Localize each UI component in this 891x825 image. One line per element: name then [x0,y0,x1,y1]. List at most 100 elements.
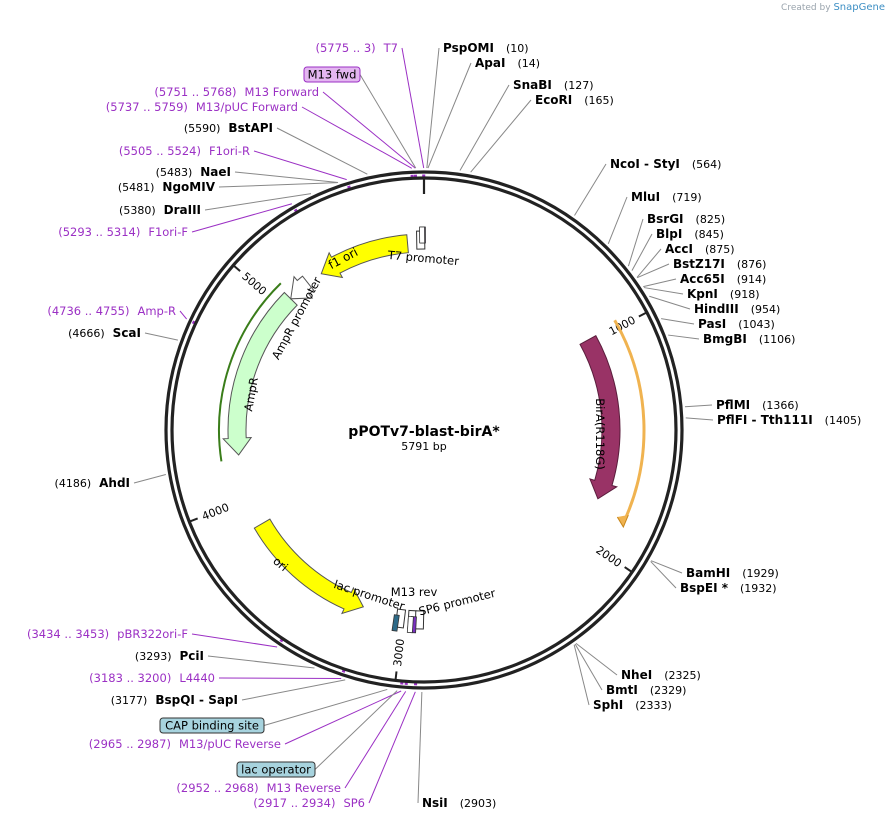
primer-name: M13/pUC Reverse [179,737,281,751]
enzyme-site[interactable]: PasI(1043) [698,317,775,331]
boxed-feature-label[interactable]: lac operator [236,761,316,778]
enzyme-site[interactable]: NheI(2325) [621,668,701,682]
enzyme-site[interactable]: NgoMIV (5481) [118,180,216,194]
enzyme-site[interactable]: EcoRI(165) [535,93,614,107]
enzyme-name: BspEI * [680,581,729,595]
enzyme-name: BamHI [686,566,730,580]
enzyme-site[interactable]: Acc65I(914) [680,272,766,286]
primer-site[interactable]: M13 Reverse(2952 .. 2968) [176,781,341,795]
feature-bira-r118g-[interactable]: BirA(R118G) [579,319,646,529]
enzyme-site[interactable]: BsrGI(825) [647,212,725,226]
tick-mark [188,517,199,523]
enzyme-position: (4666) [68,327,105,340]
enzyme-position: (875) [705,243,735,256]
plasmid-name: pPOTv7-blast-birA* [348,424,500,440]
primer-site[interactable]: SP6(2917 .. 2934) [253,796,365,810]
primer-site[interactable]: F1ori-R(5505 .. 5524) [119,144,250,158]
leader-line [631,233,653,271]
primer-name: SP6 [343,796,365,810]
enzyme-site[interactable]: BmgBI(1106) [703,332,795,346]
enzyme-site[interactable]: NsiI(2903) [422,796,496,810]
enzyme-site[interactable]: PflMI(1366) [716,398,799,412]
boxed-feature-label[interactable]: M13 fwd [303,66,361,83]
enzyme-site[interactable]: SphI(2333) [593,698,672,712]
enzyme-site[interactable]: BmtI(2329) [606,683,686,697]
primer-name: M13 Forward [245,85,319,99]
leader-line [344,691,407,789]
enzyme-position: (564) [692,158,722,171]
enzyme-name: ApaI [475,56,505,70]
primer-site[interactable]: M13/pUC Reverse (2965 .. 2987) [89,737,281,751]
enzyme-site[interactable]: PflFI - Tth111I(1405) [717,413,861,427]
backbone-outer-circle [164,170,684,690]
enzyme-site[interactable]: BspEI *(1932) [680,581,777,595]
enzyme-site[interactable]: SnaBI(127) [513,78,594,92]
enzyme-site[interactable]: BspQI - SapI(3177) [111,693,238,707]
leader-line [359,74,417,169]
enzyme-name: PflMI [716,398,750,412]
enzyme-site[interactable]: HindIII(954) [694,302,780,316]
leader-line [650,561,677,589]
leader-line [253,150,347,181]
boxed-feature-label[interactable]: CAP binding site [159,717,265,734]
leader-line [218,677,342,680]
leader-line [263,688,388,726]
primer-site[interactable]: L4440(3183 .. 3200) [89,671,215,685]
primer-mark [347,185,351,190]
enzyme-site[interactable]: AccI(875) [665,242,735,256]
enzyme-name: NgoMIV [162,180,215,194]
enzyme-position: (5481) [118,181,155,194]
small-feature-mark [419,226,426,244]
enzyme-site[interactable]: NaeI(5483) [156,165,231,179]
primer-site[interactable]: M13 Forward(5751 .. 5768) [154,85,319,99]
enzyme-site[interactable]: AhdI(4186) [55,476,130,490]
leader-line [276,127,368,175]
enzyme-site[interactable]: BlpI(845) [656,227,724,241]
primer-range: (2952 .. 2968) [176,781,258,795]
enzyme-site[interactable]: PciI(3293) [135,649,204,663]
snapgene-credit: Created by SnapGene [781,2,885,13]
leader-line [426,47,440,169]
primer-range: (2965 .. 2987) [89,737,171,751]
credit-prefix: Created by [781,3,831,13]
plasmid-size: 5791 bp [401,440,446,453]
tick-mark [232,264,241,272]
enzyme-site[interactable]: BamHI(1929) [686,566,779,580]
leader-line [191,633,278,648]
enzyme-position: (2325) [664,669,701,682]
enzyme-site[interactable]: NcoI - StyI(564) [610,157,721,171]
enzyme-site[interactable]: ApaI(14) [475,56,540,70]
enzyme-site[interactable]: KpnI(918) [687,287,760,301]
tick-mark [638,311,648,318]
leader-line [284,690,402,745]
enzyme-site[interactable]: BstZ17I(876) [673,257,766,271]
leader-line [643,278,677,288]
feature-arrow-shape [222,291,298,456]
primer-mark [341,669,346,673]
enzyme-position: (10) [506,42,529,55]
enzyme-site[interactable]: BstAPI(5590) [184,121,273,135]
primer-site[interactable]: T7(5775 .. 3) [315,41,398,55]
leader-line [314,690,398,770]
primer-site[interactable]: M13/pUC Forward(5737 .. 5759) [106,100,298,114]
enzyme-site[interactable]: MluI(719) [631,190,702,204]
enzyme-name: BlpI [656,227,682,241]
leader-line [470,99,532,173]
primer-name: F1ori-F [148,225,188,239]
enzyme-name: BspQI - SapI [155,693,238,707]
leader-line [204,193,312,211]
primer-site[interactable]: pBR322ori-F(3434 .. 3453) [27,627,188,641]
tick-mark [624,566,633,573]
feature-ampr[interactable]: AmpR [218,282,298,462]
primer-name: T7 [383,41,398,55]
feature-label: AmpR [241,376,261,412]
enzyme-position: (1043) [738,318,775,331]
feature-ori[interactable]: ori [253,518,365,615]
leader-line [322,91,416,169]
leader-line [427,62,472,169]
enzyme-site[interactable]: ScaI(4666) [68,326,141,340]
primer-site[interactable]: Amp-R(4736 .. 4755) [47,304,176,318]
enzyme-site[interactable]: PspOMI(10) [443,41,529,55]
primer-site[interactable]: F1ori-F(5293 .. 5314) [58,225,188,239]
enzyme-site[interactable]: DraIII(5380) [119,203,201,217]
